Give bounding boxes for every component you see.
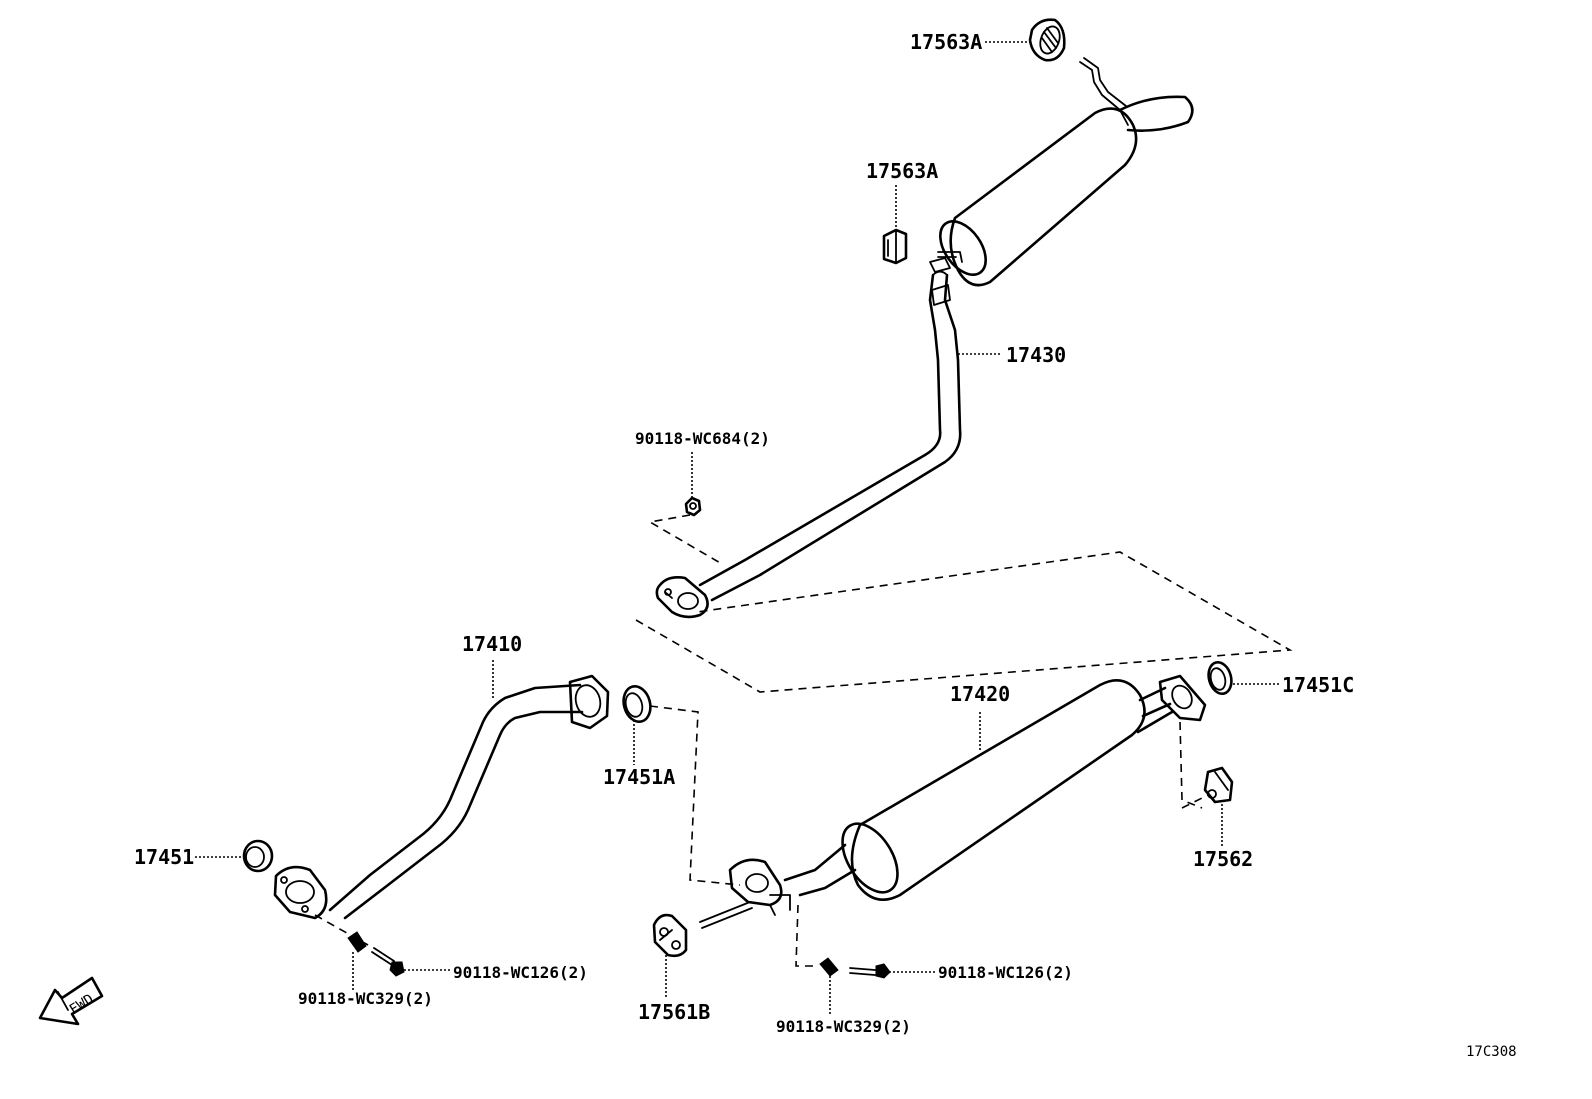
label-17562: 17562 [1193,847,1253,871]
tailpipe-nut [684,496,702,517]
center-muffler [699,674,1207,929]
label-17410: 17410 [462,632,522,656]
label-90118-WC126-left: 90118-WC126(2) [453,963,588,982]
label-90118-WC684: 90118-WC684(2) [635,429,770,448]
hanger-rubber-mid [882,228,908,265]
leader-lines [195,41,1280,1015]
front-pipe [273,674,610,920]
label-17563A-top: 17563A [910,30,982,54]
fwd-arrow-icon: FWD [38,976,104,1026]
label-90118-WC329-right: 90118-WC329(2) [776,1017,911,1036]
bracket [1203,766,1234,804]
label-17430: 17430 [1006,343,1066,367]
mount-cushion [652,913,688,958]
label-17451C: 17451C [1282,673,1354,697]
label-17451: 17451 [134,845,194,869]
hanger-rubber-top [1028,18,1066,62]
right-fasteners [819,957,891,979]
tailpipe-assembly [655,57,1194,619]
diagram-code: 17C308 [1466,1044,1517,1060]
gasket-front [242,839,274,873]
label-17561B: 17561B [638,1000,710,1024]
gasket-c [1207,660,1233,696]
label-17420: 17420 [950,682,1010,706]
label-17451A: 17451A [603,765,675,789]
label-90118-WC126-right: 90118-WC126(2) [938,963,1073,982]
gasket-a [622,684,652,724]
label-90118-WC329-left: 90118-WC329(2) [298,989,433,1008]
label-17563A-mid: 17563A [866,159,938,183]
